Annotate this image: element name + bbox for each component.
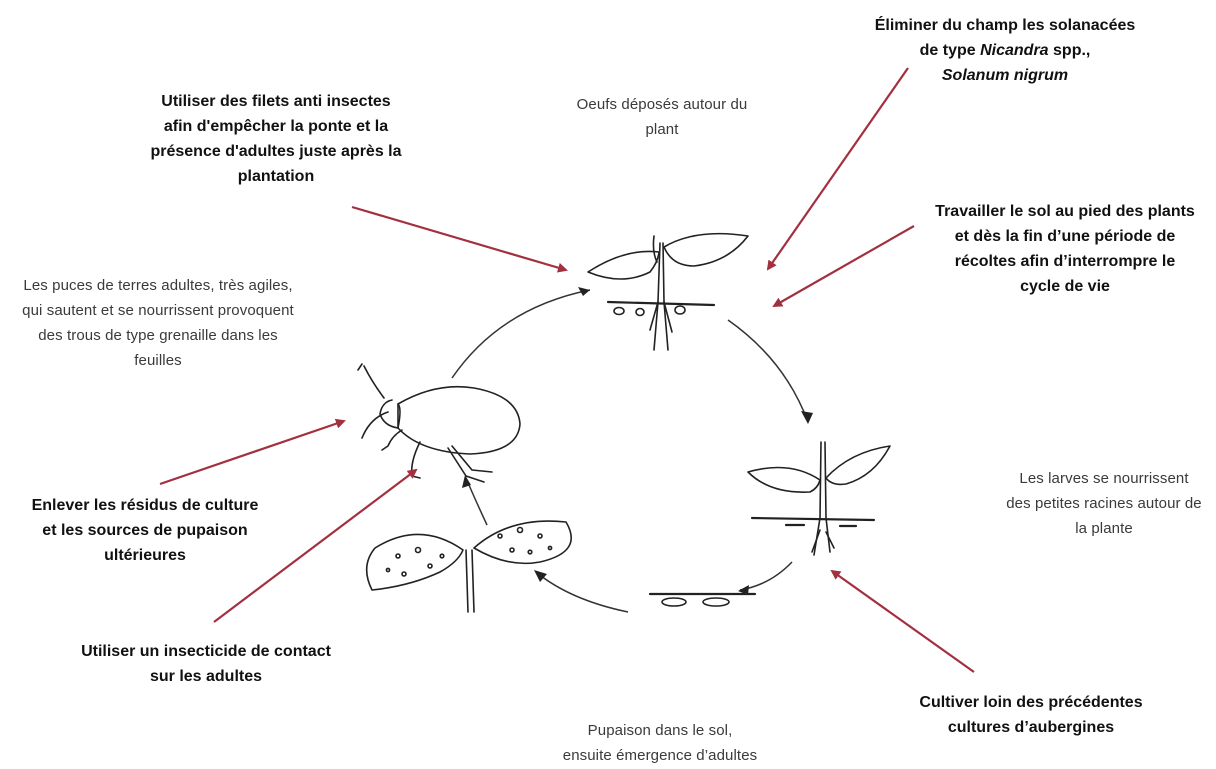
control-label-insecticide: Utiliser un insecticide de contact sur l… <box>56 639 356 689</box>
stage-label-larvae: Les larves se nourrissent des petites ra… <box>984 466 1216 541</box>
stage-label-eggs-line2: plant <box>552 117 772 142</box>
stage-label-eggs-line1: Oeufs déposés autour du <box>552 92 772 117</box>
control-label-residues: Enlever les résidus de culture et les so… <box>10 493 280 568</box>
adult-flea-beetle-sketch <box>358 364 520 482</box>
control-arrow-rotation <box>832 571 974 672</box>
control-label-solanaceae: Éliminer du champ les solanacées de type… <box>860 13 1150 88</box>
control-arrow-solanaceae <box>768 68 908 269</box>
control-label-solanaceae-line2: de type Nicandra spp., <box>860 38 1150 63</box>
seedling-with-larvae-sketch <box>748 442 890 555</box>
seedling-with-eggs-sketch <box>588 234 748 350</box>
control-label-rotation: Cultiver loin des précédentes cultures d… <box>886 690 1176 740</box>
stage-label-adults: Les puces de terres adultes, très agiles… <box>0 273 316 373</box>
control-label-nets: Utiliser des filets anti insectes afin d… <box>126 89 426 189</box>
pupae-in-soil-sketch <box>650 594 755 606</box>
cycle-arrow-adult-to-eggs <box>452 290 590 378</box>
stage-label-eggs: Oeufs déposés autour du plant <box>552 92 772 142</box>
control-label-tillage: Travailler le sol au pied des plants et … <box>915 199 1215 299</box>
control-arrow-nets <box>352 207 566 270</box>
cycle-arrow-pupae-to-seedling <box>536 572 628 612</box>
control-arrow-residues <box>160 421 344 484</box>
control-arrow-tillage <box>774 226 914 306</box>
damaged-seedling-sketch <box>367 521 572 612</box>
stage-label-pupae: Pupaison dans le sol, ensuite émergence … <box>540 718 780 768</box>
cycle-arrows <box>452 287 813 612</box>
cycle-arrow-eggs-to-larvae <box>728 320 808 422</box>
